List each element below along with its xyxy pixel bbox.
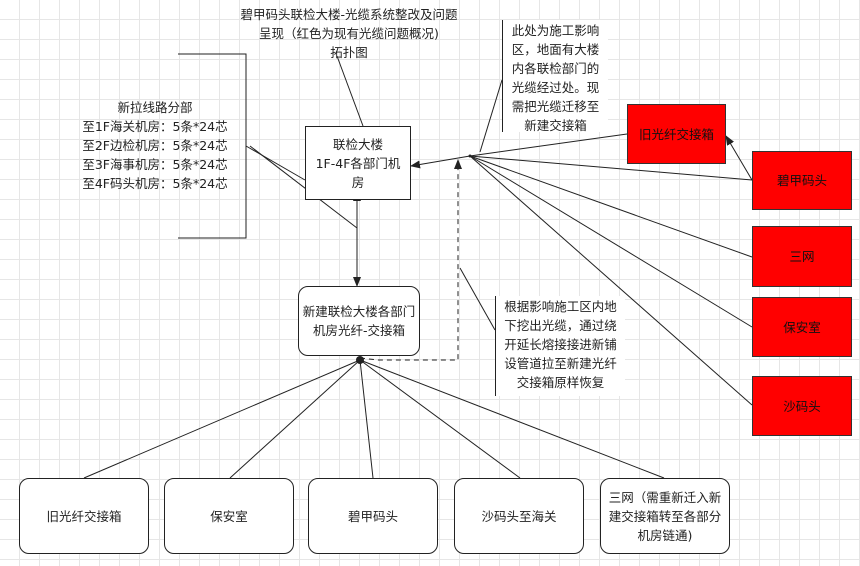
cabinet-to-security-line — [229, 359, 361, 479]
excavation-line-5: 交接箱原样恢复 — [516, 375, 605, 390]
cabinet-to-sanwang-line — [359, 359, 665, 479]
migration-dashed-route — [359, 159, 462, 361]
bottom-shamatou-node[interactable]: 沙码头至海关 — [454, 478, 584, 554]
bottom-shamatou-label: 沙码头至海关 — [481, 508, 557, 524]
bottom-sanwang-line-2: 建交接箱转至各部分 — [608, 508, 722, 524]
construction-line-1: 此处为施工影响 — [511, 23, 600, 38]
cabinet-to-bijia-line — [359, 359, 374, 479]
red-security-label: 保安室 — [783, 319, 821, 335]
bottom-old-box-label: 旧光纤交接箱 — [46, 508, 122, 524]
red-old-box-label: 旧光纤交接箱 — [638, 126, 714, 142]
building-line-3: 房 — [351, 174, 365, 190]
title-leader-line — [336, 55, 364, 127]
new-lines-heading: 新拉线路分部 — [117, 100, 193, 115]
new-cabinet-node[interactable]: 新建联检大楼各部门 机房光纤-交接箱 — [298, 286, 420, 356]
title-line-2: 呈现（红色为现有光缆问题概况) — [259, 26, 439, 41]
excavation-line-3: 开延长熔接接进新铺 — [504, 337, 617, 352]
excavation-leader-line — [459, 267, 496, 331]
excavation-line-4: 设管道拉至新建光纤 — [504, 356, 617, 371]
sanwang-to-junction-line — [469, 155, 753, 258]
bracket-to-building-line — [245, 145, 306, 181]
cabinet-to-shamatou-line — [359, 359, 521, 479]
old-box-to-junction-line — [469, 133, 628, 157]
construction-line-3: 内各联检部门的 — [511, 61, 600, 76]
excavation-line-2: 下挖出光缆，通过绕 — [504, 318, 617, 333]
cabinet-junction-dot — [356, 356, 364, 364]
construction-line-4: 光缆经过处。现 — [511, 80, 600, 95]
new-lines-2f: 至2F边检机房：5条*24芯 — [82, 138, 228, 153]
construction-line-2: 区，地面有大楼 — [511, 42, 600, 57]
cabinet-line-2: 机房光纤-交接箱 — [312, 323, 405, 338]
red-bijia-label: 碧甲码头 — [776, 173, 827, 188]
junction-dot — [468, 154, 472, 158]
new-lines-4f: 至4F码头机房：5条*24芯 — [82, 176, 228, 191]
bottom-security-label: 保安室 — [210, 508, 248, 524]
red-bijia-node[interactable]: 碧甲码头 — [752, 151, 852, 210]
red-security-node[interactable]: 保安室 — [752, 297, 852, 357]
bottom-security-node[interactable]: 保安室 — [164, 478, 294, 554]
diagram-title: 碧甲码头联检大楼-光缆系统整改及问题 呈现（红色为现有光缆问题概况) 拓扑图 — [226, 5, 472, 62]
shamatou-to-junction-line — [469, 155, 753, 406]
building-line-2: 1F-4F各部门机 — [315, 155, 401, 171]
title-line-1: 碧甲码头联检大楼-光缆系统整改及问题 — [240, 7, 458, 22]
building-line-1: 联检大楼 — [332, 136, 383, 152]
excavation-note: 根据影响施工区内地 下挖出光缆，通过绕 开延长熔接接进新铺 设管道拉至新建光纤 … — [495, 296, 625, 396]
new-lines-3f: 至3F海事机房：5条*24芯 — [82, 157, 228, 172]
excavation-line-1: 根据影响施工区内地 — [504, 299, 617, 314]
bottom-sanwang-node[interactable]: 三网（需重新迁入新 建交接箱转至各部分 机房链通) — [600, 478, 730, 554]
construction-note: 此处为施工影响 区，地面有大楼 内各联检部门的 光缆经过处。现 需把光缆迁移至 … — [502, 20, 608, 133]
red-old-box-node[interactable]: 旧光纤交接箱 — [627, 104, 726, 164]
bottom-bijia-node[interactable]: 碧甲码头 — [308, 478, 438, 554]
red-shamatou-node[interactable]: 沙码头 — [752, 376, 852, 436]
cabinet-to-old-box-line — [83, 359, 361, 479]
construction-line-6: 新建交接箱 — [524, 118, 587, 133]
cabinet-line-1: 新建联检大楼各部门 — [302, 304, 416, 319]
building-left-line — [249, 145, 358, 229]
red-sanwang-label: 三网 — [789, 249, 815, 264]
red-shamatou-label: 沙码头 — [783, 398, 821, 414]
bijia-to-old-box-arrow — [725, 135, 753, 181]
security-to-junction-line — [469, 155, 753, 328]
bottom-sanwang-line-1: 三网（需重新迁入新 — [608, 489, 722, 505]
new-lines-note: 新拉线路分部 至1F海关机房：5条*24芯 至2F边检机房：5条*24芯 至3F… — [80, 98, 230, 193]
junction-to-building-arrow — [410, 155, 471, 169]
new-lines-1f: 至1F海关机房：5条*24芯 — [82, 119, 228, 134]
lianjian-building-node[interactable]: 联检大楼 1F-4F各部门机 房 — [305, 126, 411, 200]
title-line-3: 拓扑图 — [330, 45, 368, 60]
bottom-bijia-label: 碧甲码头 — [347, 508, 398, 524]
construction-line-5: 需把光缆迁移至 — [511, 99, 600, 114]
bijia-to-junction-line — [469, 155, 753, 181]
note-leader-line — [479, 79, 503, 153]
bottom-sanwang-line-3: 机房链通) — [637, 527, 693, 543]
bottom-old-box-node[interactable]: 旧光纤交接箱 — [19, 478, 149, 554]
red-sanwang-node[interactable]: 三网 — [752, 226, 852, 287]
